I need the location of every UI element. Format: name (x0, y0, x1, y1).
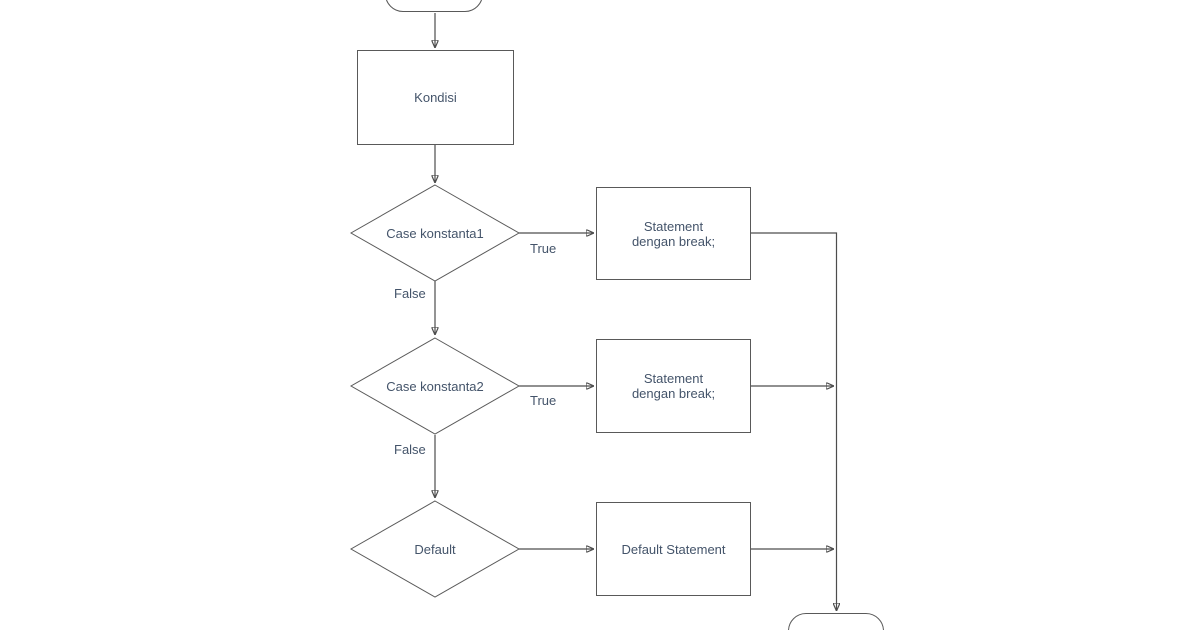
start-terminator (385, 0, 483, 12)
node-label-line1: Statement (643, 371, 704, 386)
edge-label-case2-false: False (394, 442, 426, 457)
edge-label-case2-true: True (530, 393, 557, 408)
decision-case-konstanta1: Case konstanta1 (350, 184, 520, 282)
decision-case-konstanta2: Case konstanta2 (350, 337, 520, 435)
diamond-shape (350, 500, 520, 598)
process-kondisi: Kondisi (357, 50, 514, 145)
node-label-line1: Statement (643, 218, 704, 234)
edge-label-case1-false: False (394, 286, 426, 301)
decision-default: Default (350, 500, 520, 598)
process-statement1: Statement dengan break; (596, 187, 751, 280)
node-label: Default Statement (621, 541, 726, 557)
diamond-shape (350, 184, 520, 282)
edge-label-case1-true: True (530, 241, 557, 256)
node-label: Statement dengan break; (632, 371, 715, 401)
node-label: Kondisi (414, 90, 457, 105)
end-terminator (788, 613, 884, 630)
process-statement2: Statement dengan break; (596, 339, 751, 433)
node-label-line2: dengan break; (631, 233, 716, 249)
process-default-statement: Default Statement (596, 502, 751, 596)
node-label-line2: dengan break; (631, 386, 716, 401)
node-label: Statement dengan break; (632, 219, 715, 249)
node-label: Case konstanta2 (386, 378, 484, 394)
node-label: Default (414, 541, 456, 557)
node-label: Case konstanta1 (386, 225, 484, 241)
diamond-shape (350, 337, 520, 435)
edge-statement1-to-end (751, 232, 837, 611)
